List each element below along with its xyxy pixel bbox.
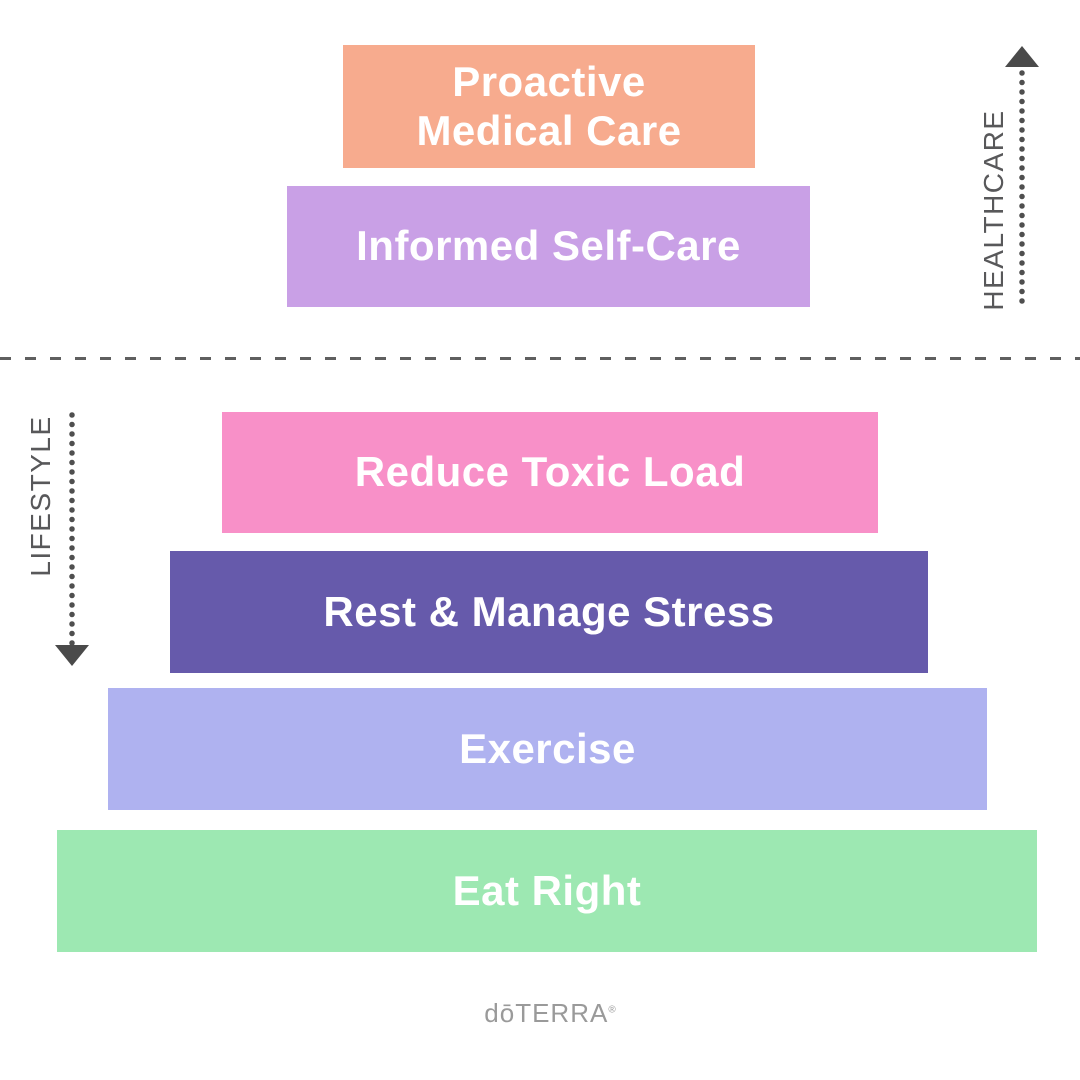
arrow-up-icon xyxy=(1005,46,1039,67)
pyramid-level-label: Eat Right xyxy=(452,866,642,914)
doterra-logo-text: dōTERRA xyxy=(484,998,609,1028)
pyramid-level-eat-right: Eat Right xyxy=(57,830,1037,952)
pyramid-level-label: Proactive Medical Care xyxy=(416,58,682,154)
pyramid-level-exercise: Exercise xyxy=(108,688,987,810)
arrow-down-icon xyxy=(55,645,89,666)
pyramid-level-label: Rest & Manage Stress xyxy=(323,587,775,635)
dotted-line-healthcare xyxy=(1019,70,1025,305)
dashed-divider xyxy=(0,357,1080,360)
pyramid-level-label: Exercise xyxy=(459,724,636,772)
pyramid-level-label: Informed Self-Care xyxy=(356,222,741,270)
registered-trademark-icon: ® xyxy=(608,1004,616,1016)
pyramid-level-informed-self-care: Informed Self-Care xyxy=(287,186,810,307)
lifestyle-axis-label: LIFESTYLE xyxy=(25,415,56,577)
pyramid-level-reduce-toxic-load: Reduce Toxic Load xyxy=(222,412,878,533)
pyramid-level-proactive-medical-care: Proactive Medical Care xyxy=(343,45,755,168)
pyramid-level-label: Reduce Toxic Load xyxy=(354,448,746,496)
dotted-line-lifestyle xyxy=(69,412,75,645)
doterra-logo: dōTERRA® xyxy=(484,998,615,1029)
pyramid-level-rest-manage-stress: Rest & Manage Stress xyxy=(170,551,928,673)
healthcare-axis-label: HEALTHCARE xyxy=(978,109,1009,311)
